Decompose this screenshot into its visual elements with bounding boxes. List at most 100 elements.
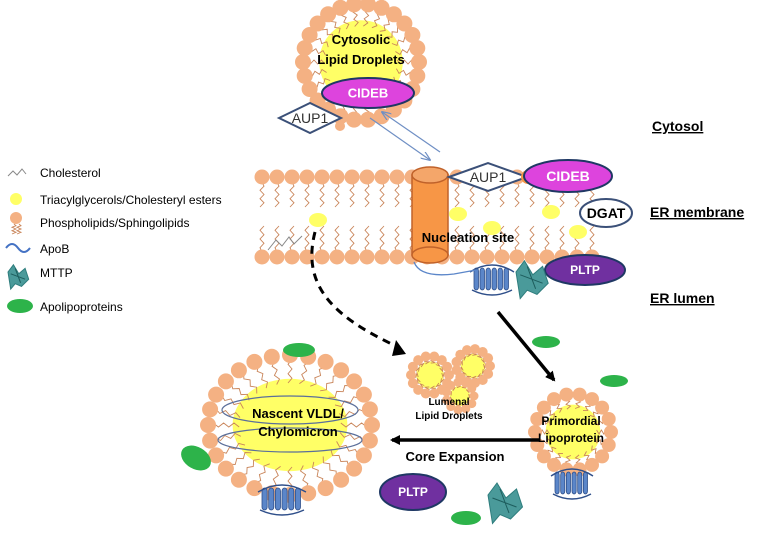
phospholipid-head <box>329 249 345 265</box>
phospholipid-head <box>332 0 349 16</box>
pltp-er <box>544 254 626 286</box>
lipid-tail <box>409 225 415 253</box>
lumenal-ld-label-2: Lipid Droplets <box>415 411 483 422</box>
phospholipid-head <box>420 351 431 362</box>
phospholipid-head <box>572 387 587 402</box>
phospholipid-head <box>284 169 300 185</box>
phospholipid-head <box>453 405 463 415</box>
phospholipid-head <box>396 15 413 32</box>
er-lumen-label: ER lumen <box>650 290 715 306</box>
nascent-label-2: Chylomicron <box>258 424 338 439</box>
phospholipid-head <box>528 425 542 439</box>
phospholipid-head <box>320 6 337 23</box>
phospholipid-head <box>595 449 610 464</box>
dashed-arrow-head <box>392 340 406 356</box>
phospholipid-head <box>442 387 452 397</box>
phospholipid-head <box>296 67 313 84</box>
triacylglycerol-blob <box>483 221 501 235</box>
apob-helix <box>577 471 583 495</box>
phospholipid-head <box>374 249 390 265</box>
lipid-core <box>545 404 601 460</box>
apob-helix <box>274 487 281 511</box>
core-expansion-label: Core Expansion <box>406 449 505 464</box>
phospholipid-head <box>263 348 280 365</box>
lipid-tail <box>349 181 355 208</box>
phospholipid-head <box>449 249 465 265</box>
phospholipid-head <box>373 0 390 16</box>
apolipoprotein-dot <box>181 445 211 471</box>
apob-strand <box>259 509 305 516</box>
phospholipid-head <box>462 345 472 356</box>
phospholipid-head <box>479 249 495 265</box>
triacylglycerol-blob <box>569 225 587 239</box>
lipid-core <box>416 361 444 389</box>
phospholipid-head <box>317 480 334 497</box>
lumenal-lipid-droplets <box>406 344 495 415</box>
phospholipid-head <box>407 361 418 372</box>
lumenal-ld-label-1: Lumenal <box>428 397 469 408</box>
cideb-membrane <box>523 159 613 193</box>
phospholipid-head <box>299 169 315 185</box>
pltp-lumen <box>379 473 447 511</box>
phospholipid-head <box>470 344 480 355</box>
phospholipid-head <box>217 460 234 477</box>
phospholipid-head <box>530 412 545 426</box>
dgat-enzyme <box>579 198 633 228</box>
phospholipid-head <box>355 447 372 464</box>
lipid-tail <box>454 225 460 253</box>
cideb-droplet-label: CIDEB <box>348 86 388 101</box>
lipid-tail <box>394 181 400 208</box>
phospholipid-head <box>346 373 363 390</box>
phospholipid-head <box>429 388 440 399</box>
transfer-arrow-down <box>369 117 430 160</box>
phospholipid-head <box>411 54 427 70</box>
apob-helix <box>571 471 577 495</box>
cholesterol-icon <box>7 168 27 177</box>
phospholipid-head <box>547 457 561 472</box>
phospholipid-head <box>359 169 375 185</box>
phospholipid-head <box>406 370 416 380</box>
phospholipid-head <box>385 6 402 23</box>
phospholipid-icon <box>10 212 22 224</box>
phospholipid-head <box>442 395 452 405</box>
phospholipid-head <box>601 438 616 452</box>
phospholipid-head <box>335 121 345 131</box>
lipid-tail <box>349 225 355 253</box>
phospholipid-head <box>296 40 313 57</box>
dgat-enzyme-label: DGAT <box>587 205 626 221</box>
phospholipid-head <box>464 249 480 265</box>
legend-label-5: Apolipoproteins <box>40 300 123 314</box>
primordial-label-1: Primordial <box>541 414 600 428</box>
phospholipid-head <box>601 412 616 426</box>
triacylglycerol-blob <box>542 205 560 219</box>
phospholipid-head <box>467 383 477 393</box>
phospholipid-head <box>208 386 225 403</box>
phospholipid-head <box>246 480 263 497</box>
apob-ribbon <box>217 427 363 453</box>
phospholipid-head <box>585 457 599 472</box>
apolipoprotein-icon <box>7 299 33 313</box>
phospholipid-head <box>467 399 477 409</box>
apob-helix <box>565 471 571 495</box>
protein-glyphs: PLTP <box>379 259 549 525</box>
lipid-tail <box>559 225 565 253</box>
apob-helix <box>261 487 268 511</box>
legend-label-2: Phospholipids/Sphingolipids <box>40 216 189 230</box>
apob-helix <box>473 267 479 291</box>
lipid-tail <box>15 223 23 235</box>
lipid-tail <box>394 225 400 253</box>
phospholipid-head <box>494 249 510 265</box>
lipid-tail <box>289 181 295 208</box>
phospholipid-head <box>230 471 247 488</box>
transfer-arrow-up <box>382 112 441 153</box>
phospholipid-head <box>360 0 376 13</box>
triacylglycerol-blob <box>449 207 467 221</box>
phospholipid-head <box>202 401 219 418</box>
cytosolic-ld-label-2: Lipid Droplets <box>317 52 404 67</box>
lipid-tail <box>589 225 595 253</box>
legend-label-1: Triacylglycerols/Cholesteryl esters <box>40 193 222 207</box>
apob-helix <box>268 487 275 511</box>
